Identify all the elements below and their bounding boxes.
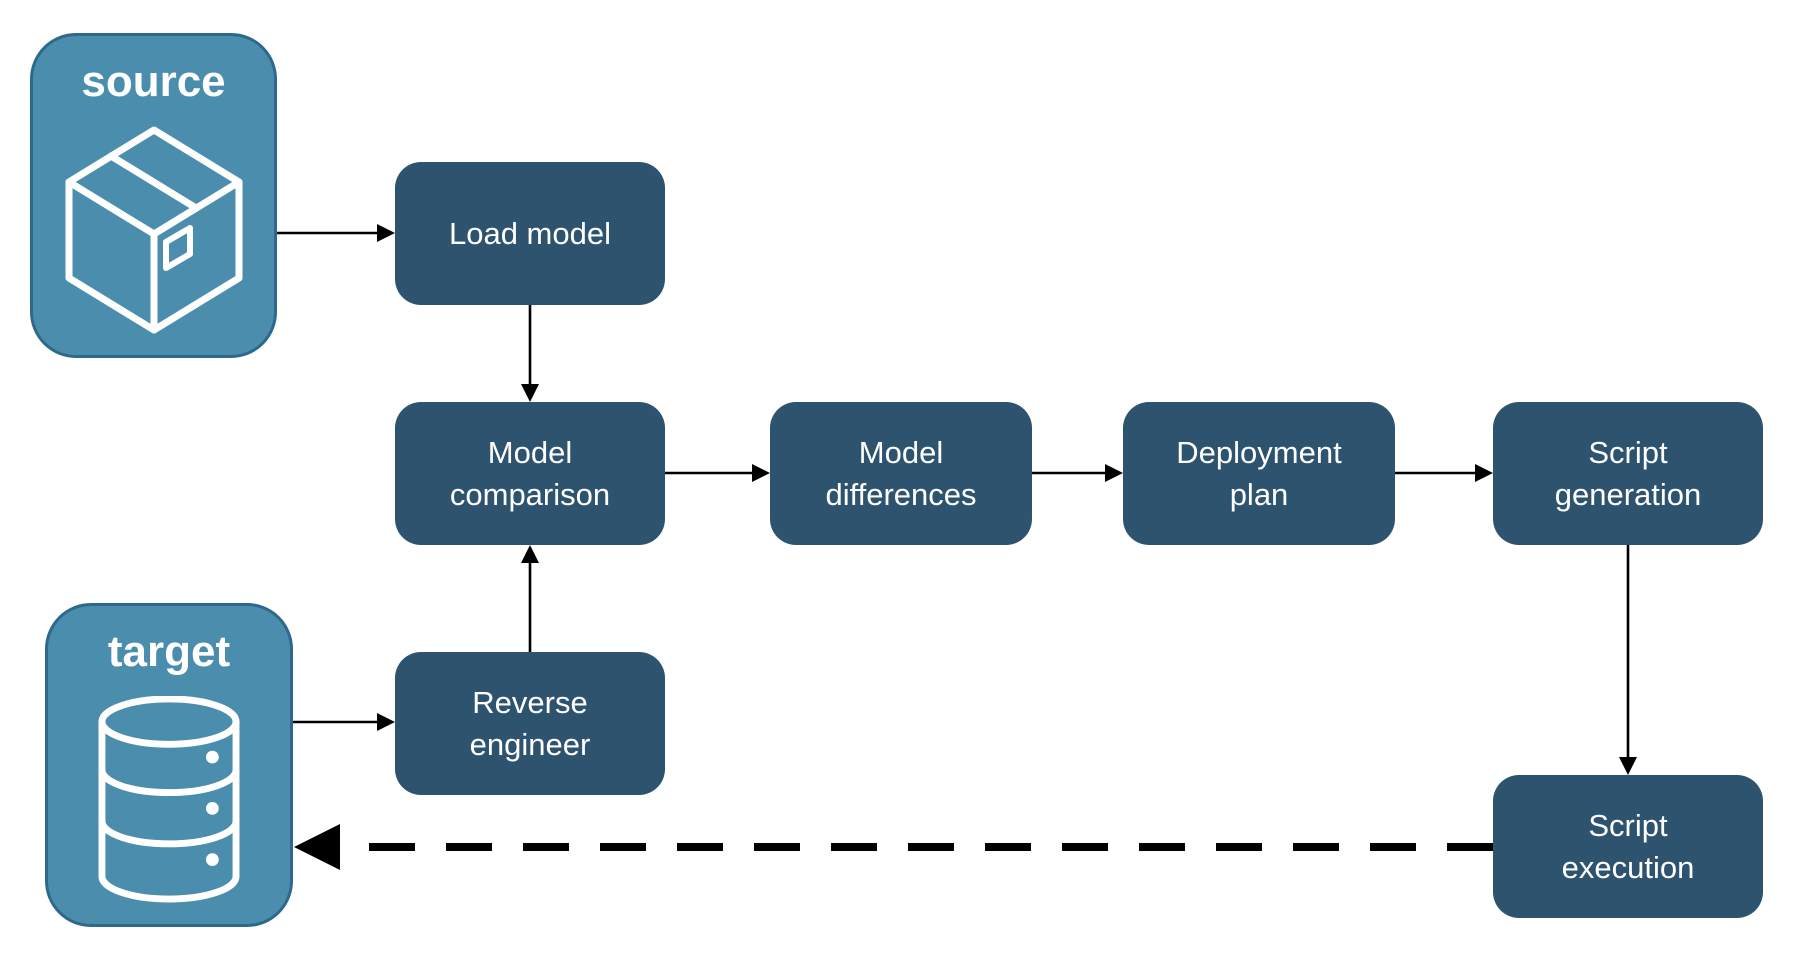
- step-script-generation: Script generation: [1493, 402, 1763, 545]
- step-model-comparison: Model comparison: [395, 402, 665, 545]
- step-script-generation-label: Script generation: [1554, 434, 1702, 512]
- dashed-arrow-script-execution-to-target: [294, 824, 1493, 870]
- entity-target: target: [45, 603, 293, 927]
- arrow-deployment-plan-to-script-generation: [1395, 464, 1493, 482]
- step-script-execution: Script execution: [1493, 775, 1763, 918]
- arrow-script-generation-to-script-execution: [1619, 545, 1637, 775]
- entity-source-label: source: [81, 57, 226, 106]
- entity-target-label: target: [107, 627, 231, 676]
- arrow-target-to-reverse-engineer: [293, 713, 395, 731]
- step-deployment-plan: Deployment plan: [1123, 402, 1395, 545]
- step-deployment-plan-label: Deployment plan: [1176, 434, 1342, 512]
- step-script-execution-label: Script execution: [1561, 807, 1695, 885]
- step-reverse-engineer: Reverse engineer: [395, 652, 665, 795]
- step-reverse-engineer-label: Reverse engineer: [469, 684, 591, 762]
- arrow-model-differences-to-deployment-plan: [1032, 464, 1123, 482]
- step-load-model-label: Load model: [448, 215, 611, 251]
- database-icon: [95, 696, 243, 903]
- package-box-icon: [65, 126, 243, 334]
- step-model-comparison-label: Model comparison: [449, 434, 611, 512]
- step-model-differences-label: Model differences: [825, 434, 977, 512]
- arrow-source-to-load-model: [277, 224, 395, 242]
- entity-source: source: [30, 33, 277, 358]
- arrow-load-model-to-model-comparison: [521, 305, 539, 402]
- step-load-model: Load model: [395, 162, 665, 305]
- step-model-differences: Model differences: [770, 402, 1032, 545]
- arrow-reverse-engineer-to-model-comparison: [521, 545, 539, 652]
- arrow-model-comparison-to-model-differences: [665, 464, 770, 482]
